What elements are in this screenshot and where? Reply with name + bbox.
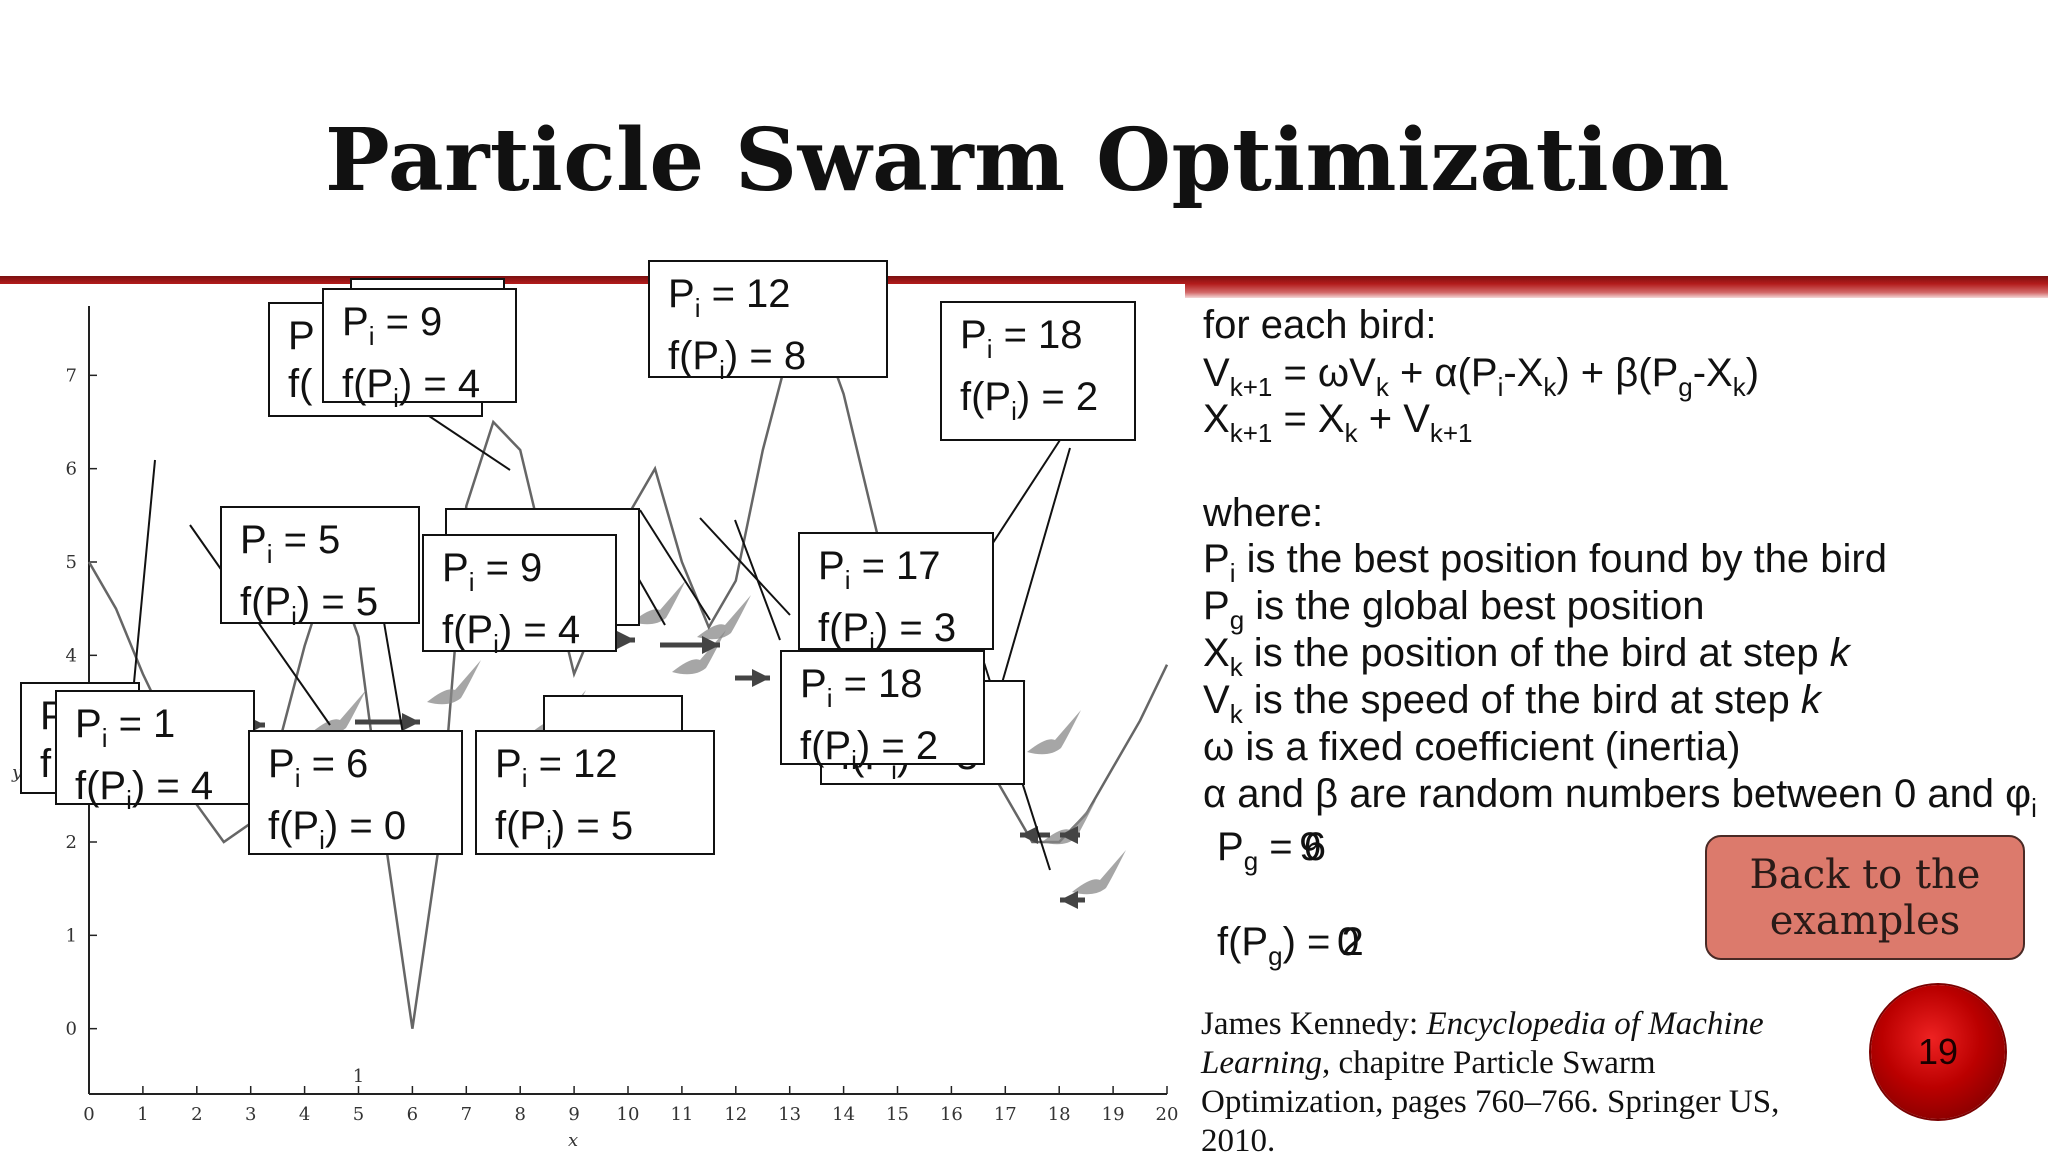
bubble-position-text: Pi = 9 (342, 300, 443, 351)
x-tick-label: 0 (83, 1104, 94, 1125)
bubble-fitness-text: f(Pi) = 5 (495, 804, 634, 855)
bubble-fitness-text: f(Pi) = 4 (442, 608, 581, 659)
x-tick-label: 7 (461, 1104, 472, 1125)
definition-item: α and β are random numbers between 0 and… (1203, 772, 2037, 823)
bird-icon (697, 595, 751, 640)
y-tick-label: 4 (66, 645, 77, 666)
bird-icon (427, 660, 481, 705)
back-to-examples-button[interactable]: Back to the examples (1705, 835, 2025, 960)
x-tick-label: 14 (832, 1104, 855, 1125)
title-bar-mask (0, 284, 1185, 304)
bubble-fitness-text: f(Pi) = 4 (342, 362, 481, 413)
bird-icon (312, 690, 366, 735)
x-tick-label: 18 (1048, 1104, 1071, 1125)
bubble-particle-4: Pi = 9 f(Pi) = 4 (322, 288, 517, 413)
x-tick-label: 3 (245, 1104, 256, 1125)
reference-citation: James Kennedy: Encyclopedia of Machine L… (1201, 1006, 1780, 1159)
extra-tick-label: 1 (353, 1066, 364, 1087)
slide-title: Particle Swarm Optimization (325, 110, 1731, 211)
definition-item: Pg is the global best position (1203, 584, 1705, 635)
x-tick-label: 2 (191, 1104, 202, 1125)
bubble-pointer-line (639, 509, 711, 621)
bubble-pointer-line (189, 524, 331, 726)
x-tick-label: 13 (778, 1104, 801, 1125)
y-tick-label: 6 (66, 459, 77, 480)
x-tick-label: 4 (299, 1104, 310, 1125)
bubble-fitness-text: f(Pi) = 3 (818, 606, 957, 657)
x-tick-label: 16 (940, 1104, 963, 1125)
bubble-pointer-line (129, 459, 156, 726)
x-tick-label: 19 (1102, 1104, 1125, 1125)
x-tick-label: 6 (407, 1104, 418, 1125)
arrow-head (1060, 826, 1078, 844)
for-each-label: for each bird: (1203, 303, 1437, 347)
x-tick-label: 5 (353, 1104, 364, 1125)
bubble-pointer-line (734, 519, 781, 641)
bubble-position-text: Pi = 12 (668, 272, 791, 323)
arrow-head (702, 636, 720, 654)
bubble-fitness-text: f(Pi) = 0 (268, 804, 407, 855)
pso-plot-area: 0123456789101112131415161718192001234567… (0, 260, 1180, 1152)
bubble-fitness-text: f(Pi) = 5 (240, 580, 379, 631)
bubble-fitness-text: f(Pi) = 8 (668, 334, 807, 385)
x-tick-label: 17 (994, 1104, 1017, 1125)
x-tick-label: 8 (514, 1104, 525, 1125)
bird-icon (1027, 710, 1081, 755)
y-tick-label: 2 (66, 832, 77, 853)
bubble-position-text: Pi = 5 (240, 518, 341, 569)
bubble-pointer-line (699, 517, 791, 616)
where-label: where: (1203, 491, 1324, 535)
bubble-position-text: Pi = 1 (75, 702, 176, 753)
bubble-fitness-text: f(Pi) = 2 (800, 724, 939, 775)
bubble-position-text: Pi = 17 (818, 544, 941, 595)
page-number-badge: 19 (1871, 985, 2005, 1119)
definition-item: Xk is the position of the bird at step k (1203, 631, 1850, 682)
velocity-equation: Vk+1 = ωVk + α(Pi-Xk) + β(Pg-Xk) (1203, 351, 1760, 402)
bird-icon (1072, 850, 1126, 895)
x-tick-label: 15 (886, 1104, 909, 1125)
bubble-fitness-text: f(Pi) = 4 (75, 764, 214, 815)
arrow-head (1020, 826, 1038, 844)
bubble-position-text: Pi = 18 (960, 313, 1083, 364)
bubble-particle-3: Pi = 12 f(Pi) = 5 (475, 730, 715, 855)
x-tick-label: 10 (617, 1104, 640, 1125)
y-tick-label: 5 (66, 552, 77, 573)
bubble-particle-1: Pi = 1 f(Pi) = 4 (55, 690, 255, 815)
bubble-particle-7: Pi = 12 f(Pi) = 8 (648, 260, 888, 385)
definition-item: Pi is the best position found by the bir… (1203, 537, 1887, 588)
bubble-particle-9: Pi = 17 f(Pi) = 3 (798, 532, 994, 657)
x-tick-label: 1 (137, 1104, 148, 1125)
bird-icon (1042, 800, 1096, 845)
bubble-position-text: Pi = 6 (268, 742, 369, 793)
bubble-particle-5: Pi = 5 f(Pi) = 5 (220, 506, 420, 631)
x-tick-label: 11 (670, 1104, 693, 1125)
position-equation: Xk+1 = Xk + Vk+1 (1203, 397, 1473, 448)
arrow-head (752, 669, 770, 687)
y-tick-label: 0 (66, 1019, 77, 1040)
definition-item: ω is a fixed coefficient (inertia) (1203, 725, 1741, 769)
bubble-position-text: Pi = 12 (495, 742, 618, 793)
bubble-particle-10: Pi = 18 f(Pi) = 2 (780, 650, 985, 775)
arrow-head (617, 631, 635, 649)
x-tick-label: 12 (724, 1104, 747, 1125)
bubble-particle-8: Pi = 18 f(Pi) = 2 (940, 301, 1136, 441)
y-tick-label: 1 (66, 925, 77, 946)
bubble-position-text: Pi = 18 (800, 662, 923, 713)
bubble-particle-2: Pi = 6 f(Pi) = 0 (248, 730, 463, 855)
bird-icon (632, 580, 686, 625)
bubble-fitness-text: f(Pi) = 2 (960, 375, 1099, 426)
x-tick-label: 9 (568, 1104, 579, 1125)
bubble-position-text: Pi = 9 (442, 546, 543, 597)
arrow-head (1060, 891, 1078, 909)
y-tick-label: 7 (66, 365, 77, 386)
x-axis-label: x (568, 1130, 578, 1151)
bubble-pointer-line (999, 447, 1071, 691)
definition-item: Vk is the speed of the bird at step k (1203, 678, 1821, 729)
bird-icon (672, 630, 726, 675)
arrow-head (402, 713, 420, 731)
bubble-particle-6: Pi = 9 f(Pi) = 4 (422, 534, 617, 659)
x-tick-label: 20 (1156, 1104, 1179, 1125)
